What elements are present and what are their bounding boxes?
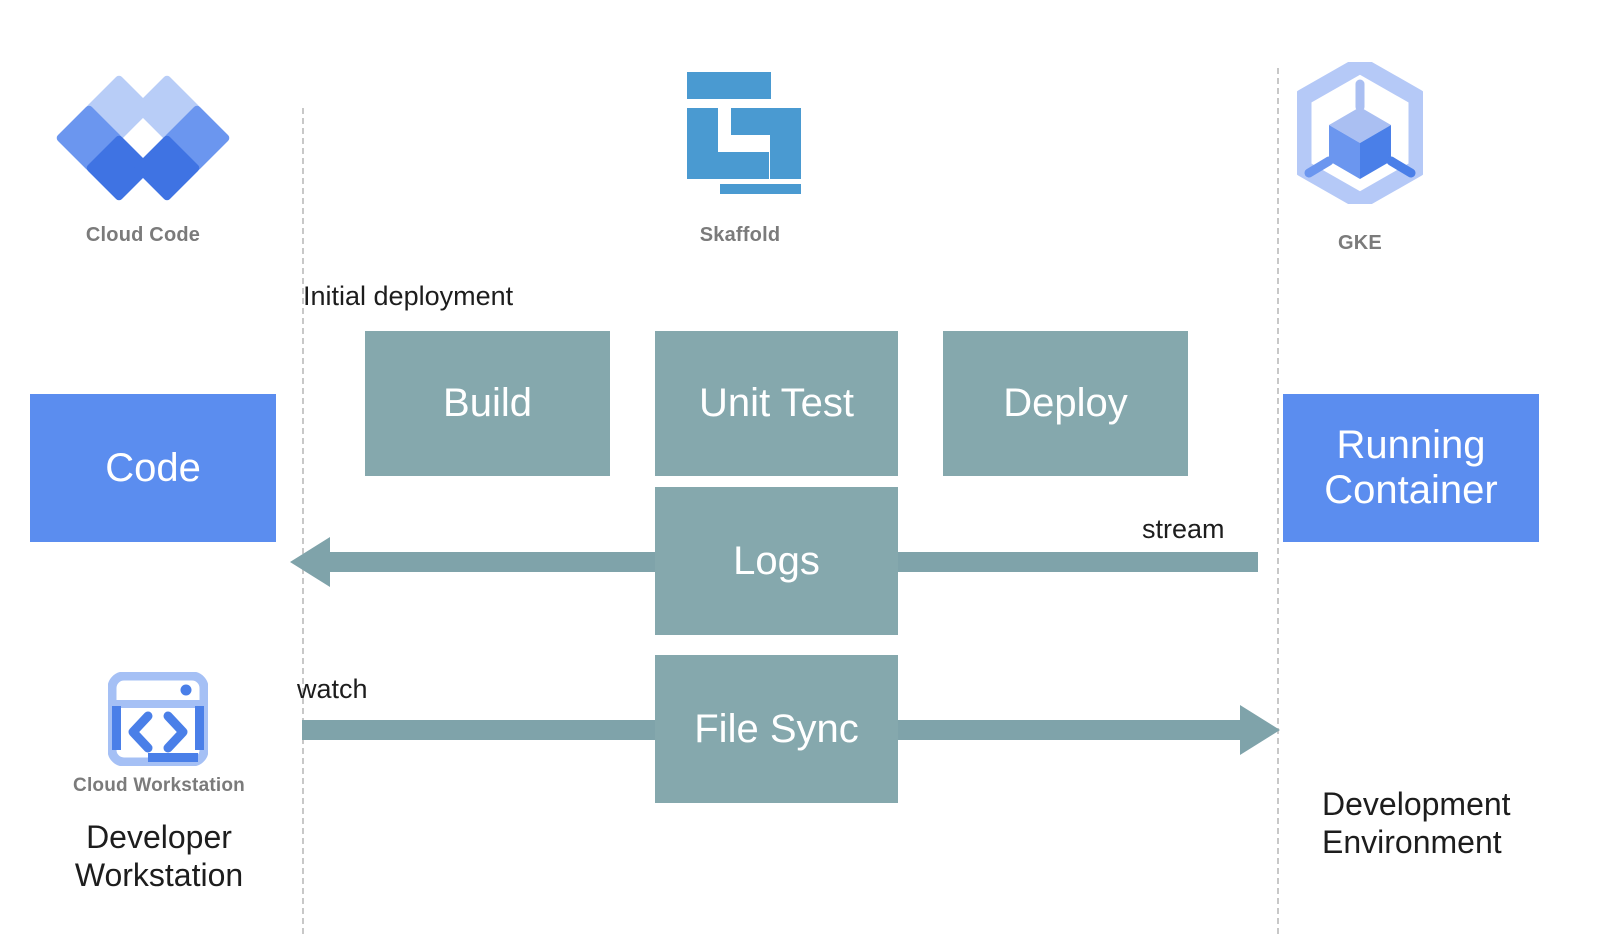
running-container-box: Running Container — [1283, 394, 1539, 542]
developer-workstation-line1: Developer — [86, 819, 232, 855]
development-environment-title: Development Environment — [1322, 785, 1511, 862]
cloud-workstation-caption: Cloud Workstation — [73, 775, 245, 796]
file-sync-box: File Sync — [655, 655, 898, 803]
running-container-line1: Running — [1336, 423, 1486, 468]
skaffold-logo — [683, 72, 801, 208]
file-sync-watch-label: watch — [297, 674, 368, 704]
development-environment-line1: Development — [1322, 786, 1511, 822]
logs-box: Logs — [655, 487, 898, 635]
gke-logo — [1294, 56, 1426, 210]
developer-workstation-title: Developer Workstation — [28, 818, 290, 895]
divider-left-boundary — [302, 108, 304, 934]
cloud-code-caption: Cloud Code — [85, 224, 201, 246]
stage-box-unit-test: Unit Test — [655, 331, 898, 476]
stage-box-build: Build — [365, 331, 610, 476]
logs-stream-label: stream — [1142, 514, 1225, 544]
development-environment-line2: Environment — [1322, 824, 1502, 861]
cloud-workstation-code-window-icon — [107, 671, 209, 767]
cloud-workstation-logo — [107, 671, 209, 767]
running-container-line2: Container — [1324, 468, 1498, 512]
stage-box-deploy: Deploy — [943, 331, 1188, 476]
gke-hexagon-cube-icon — [1294, 56, 1426, 210]
skaffold-caption: Skaffold — [699, 224, 781, 246]
developer-workstation-line2: Workstation — [74, 857, 244, 894]
cloud-code-logo — [55, 74, 231, 206]
skaffold-s-icon — [687, 72, 801, 208]
code-box: Code — [30, 394, 276, 542]
initial-deployment-label: Initial deployment — [303, 281, 514, 311]
divider-right-boundary — [1277, 68, 1279, 934]
gke-caption: GKE — [1338, 232, 1382, 254]
